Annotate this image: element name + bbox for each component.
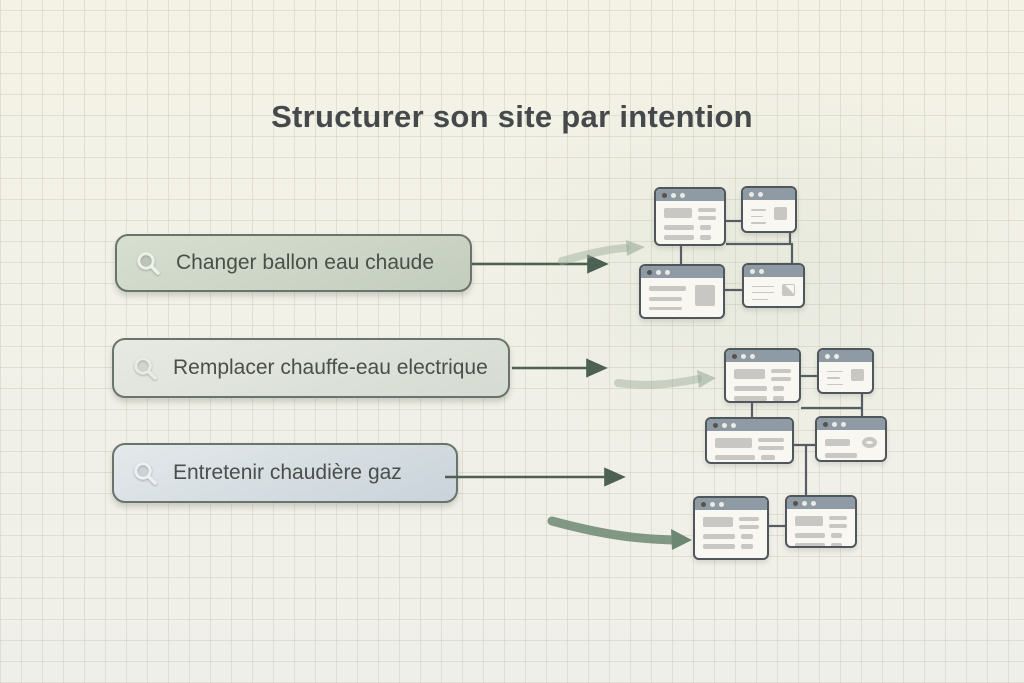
search-icon <box>134 356 157 380</box>
search-pill-2: Remplacer chauffe-eau electrique <box>112 338 510 398</box>
window-dot <box>802 500 807 506</box>
window-dot <box>722 422 727 428</box>
window-dot <box>749 191 754 197</box>
search-icon <box>134 461 157 485</box>
window-titlebar <box>656 189 724 201</box>
window-dot <box>793 500 798 506</box>
site-page-window-c1-main <box>654 187 726 246</box>
window-dot <box>701 501 706 507</box>
window-content-placeholder <box>656 201 724 244</box>
site-page-window-c2-top-right <box>817 348 874 394</box>
site-page-window-c2-bottom-left <box>705 417 794 464</box>
faded-arrow-head <box>697 370 716 388</box>
window-titlebar <box>787 497 855 509</box>
window-titlebar <box>743 188 795 200</box>
window-dot <box>647 269 652 275</box>
window-dot <box>811 500 816 506</box>
site-page-window-c1-bottom-left <box>639 264 725 319</box>
faded-arrow-head <box>626 240 645 256</box>
window-dot <box>750 268 755 274</box>
window-dot <box>680 192 685 198</box>
site-page-window-c1-top-right <box>741 186 797 233</box>
window-content-placeholder <box>695 510 767 558</box>
window-dot <box>671 192 676 198</box>
site-page-window-c2-main <box>724 348 801 403</box>
search-pill-3: Entretenir chaudière gaz <box>112 443 458 503</box>
site-page-window-c3-left <box>693 496 769 560</box>
faded-arrow-tail <box>614 375 702 389</box>
window-content-placeholder <box>743 200 795 231</box>
window-dot <box>662 192 667 198</box>
faded-arrow-tail <box>547 516 677 545</box>
window-dot <box>841 421 846 427</box>
sitemap-connector-line <box>726 242 794 263</box>
window-content-placeholder <box>707 431 792 462</box>
window-dot <box>758 191 763 197</box>
window-dot <box>656 269 661 275</box>
window-content-placeholder <box>819 362 872 392</box>
faded-arrow-head <box>671 529 692 550</box>
site-page-window-c1-bottom-right <box>742 263 805 308</box>
window-dot <box>832 421 837 427</box>
site-page-window-c2-bottom-right <box>815 416 887 462</box>
window-titlebar <box>641 266 723 278</box>
window-dot <box>759 268 764 274</box>
window-titlebar <box>819 350 872 362</box>
search-icon <box>137 251 160 275</box>
window-dot <box>713 422 718 428</box>
window-content-placeholder <box>744 277 803 306</box>
window-dot <box>710 501 715 507</box>
window-dot <box>741 353 746 359</box>
window-titlebar <box>707 419 792 431</box>
window-titlebar <box>695 498 767 510</box>
window-dot <box>731 422 736 428</box>
search-query-label: Remplacer chauffe-eau electrique <box>173 356 488 379</box>
window-content-placeholder <box>641 278 723 317</box>
page-title: Structurer son site par intention <box>271 99 753 134</box>
window-dot <box>823 421 828 427</box>
window-dot <box>719 501 724 507</box>
window-dot <box>750 353 755 359</box>
window-dot <box>665 269 670 275</box>
search-pill-1: Changer ballon eau chaude <box>115 234 472 292</box>
site-page-window-c3-right <box>785 495 857 548</box>
window-dot <box>732 353 737 359</box>
faded-arrow-tail <box>558 244 630 265</box>
window-content-placeholder <box>787 509 855 546</box>
window-titlebar <box>744 265 803 277</box>
window-titlebar <box>726 350 799 362</box>
window-content-placeholder <box>726 362 799 401</box>
search-query-label: Entretenir chaudière gaz <box>173 461 402 484</box>
window-dot <box>834 353 839 359</box>
window-titlebar <box>817 418 885 430</box>
window-content-placeholder <box>817 430 885 460</box>
search-query-label: Changer ballon eau chaude <box>176 251 435 274</box>
window-dot <box>825 353 830 359</box>
